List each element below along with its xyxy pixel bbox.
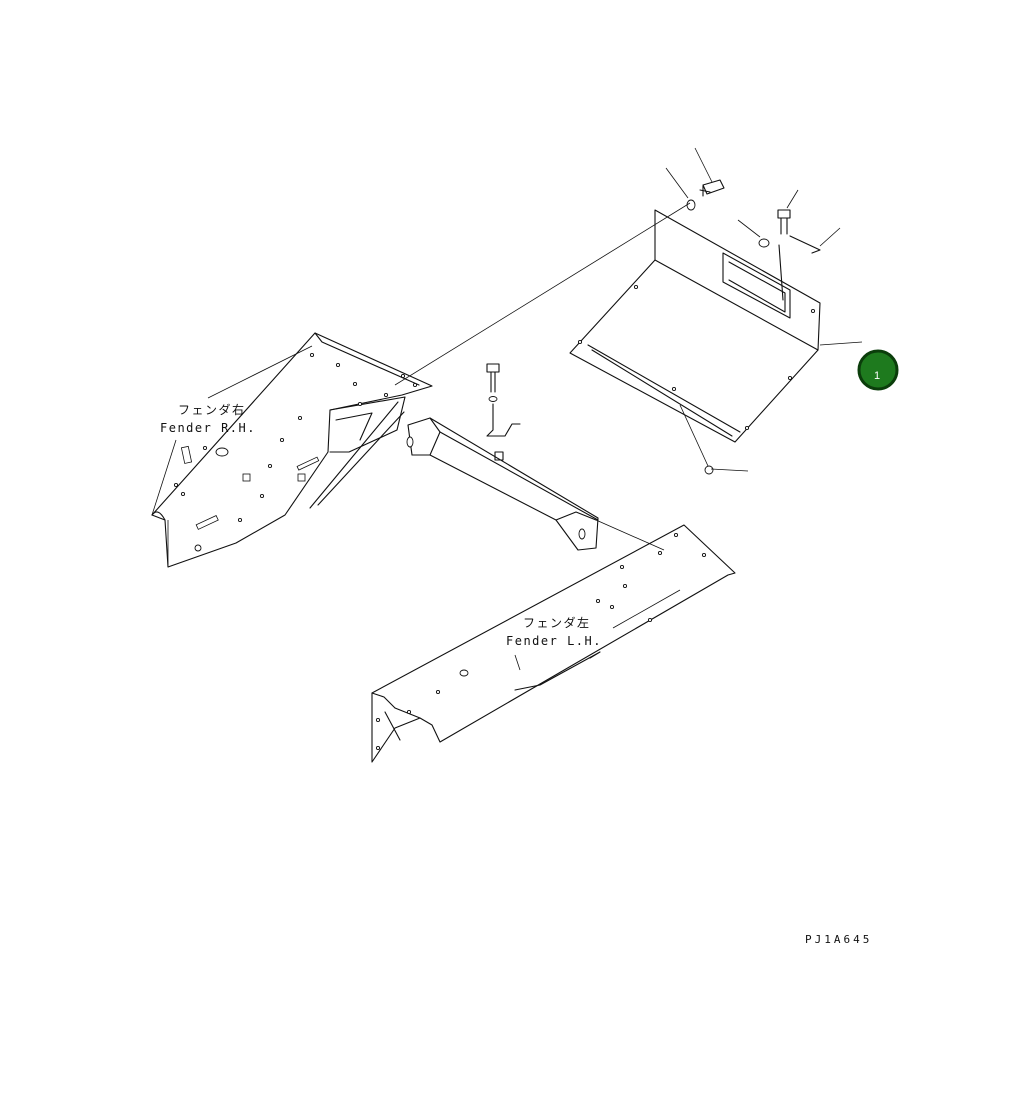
- fender-rh-japanese-label: フェンダ右: [178, 402, 246, 417]
- callout-number[interactable]: 1: [874, 370, 880, 382]
- cover-part: [569, 179, 821, 475]
- leader-lines: [151, 147, 863, 671]
- fender-lh-label: Fender L.H.: [506, 634, 602, 648]
- callout-item-1[interactable]: 1: [857, 349, 899, 391]
- fender-lh-japanese-label: フェンダ左: [523, 615, 591, 630]
- callout-circle[interactable]: [857, 349, 899, 391]
- fender-lh-part: [371, 524, 736, 763]
- fender-rh-label: Fender R.H.: [160, 421, 256, 435]
- drawing-code: PJ1A645: [805, 933, 872, 946]
- fender-rh-part: [151, 332, 433, 568]
- cross-member-part: [406, 363, 599, 551]
